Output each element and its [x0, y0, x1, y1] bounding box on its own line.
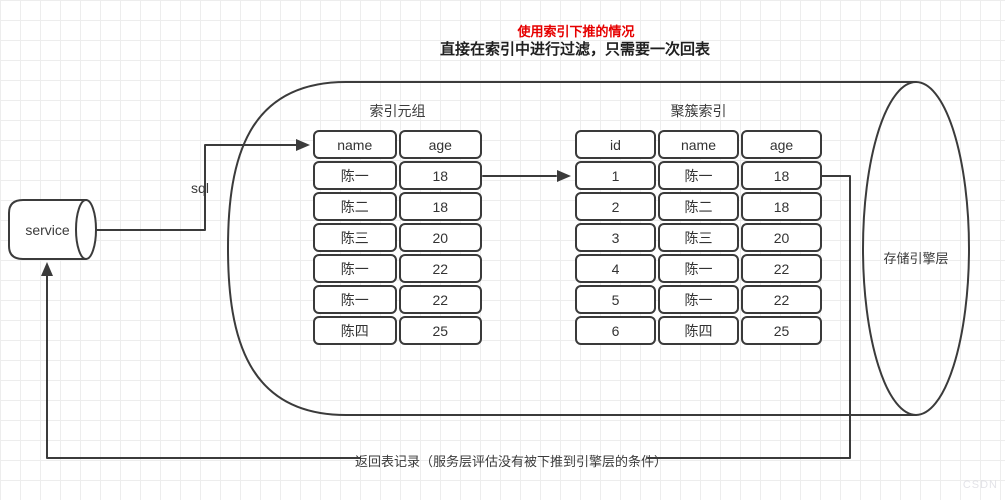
- engine-capsule-outline: [227, 81, 917, 416]
- clustered-index-table-title: 聚簇索引: [670, 103, 727, 119]
- watermark: CSDN: [962, 479, 998, 491]
- table-cell: 陈三: [658, 223, 739, 252]
- engine-face-ellipse: [862, 81, 970, 416]
- table-cell: 1: [575, 161, 656, 190]
- table-cell: 18: [741, 192, 822, 221]
- service-cylinder-body: [8, 199, 87, 260]
- sql-arrowhead: [296, 139, 310, 151]
- table-cell: 3: [575, 223, 656, 252]
- page-subtitle: 直接在索引中进行过滤，只需要一次回表: [439, 41, 710, 58]
- return-line-left: [46, 275, 361, 459]
- table-cell: 陈四: [313, 316, 397, 345]
- table-header-cell: name: [313, 130, 397, 159]
- table-cell: 陈二: [313, 192, 397, 221]
- table-header-cell: age: [741, 130, 822, 159]
- return-arrowhead: [41, 262, 53, 276]
- return-path-label: 返回表记录（服务层评估没有被下推到引擎层的条件）: [355, 454, 668, 469]
- sql-label: sql: [191, 180, 209, 196]
- table-cell: 18: [398, 161, 482, 190]
- table-header-cell: age: [398, 130, 482, 159]
- return-line-right: [647, 175, 851, 459]
- table-header-cell: name: [658, 130, 739, 159]
- table-cell: 5: [575, 285, 656, 314]
- storage-engine-layer-label: 存储引擎层: [883, 251, 949, 266]
- table-cell: 22: [398, 285, 482, 314]
- index-tuple-table-title: 索引元组: [369, 103, 426, 119]
- index-to-clustered-arrowhead: [557, 170, 571, 182]
- table-cell: 2: [575, 192, 656, 221]
- table-cell: 陈一: [658, 254, 739, 283]
- table-cell: 18: [741, 161, 822, 190]
- table-cell: 20: [741, 223, 822, 252]
- table-cell: 陈一: [313, 254, 397, 283]
- table-cell: 陈一: [658, 285, 739, 314]
- sql-connector-line: [95, 144, 297, 231]
- table-cell: 陈一: [658, 161, 739, 190]
- table-cell: 25: [398, 316, 482, 345]
- table-cell: 22: [398, 254, 482, 283]
- table-cell: 陈二: [658, 192, 739, 221]
- table-cell: 22: [741, 254, 822, 283]
- table-cell: 18: [398, 192, 482, 221]
- table-cell: 22: [741, 285, 822, 314]
- table-cell: 陈四: [658, 316, 739, 345]
- table-cell: 陈三: [313, 223, 397, 252]
- table-cell: 陈一: [313, 285, 397, 314]
- service-label: service: [25, 222, 70, 238]
- table-cell: 4: [575, 254, 656, 283]
- table-cell: 陈一: [313, 161, 397, 190]
- table-cell: 6: [575, 316, 656, 345]
- table-cell: 25: [741, 316, 822, 345]
- table-cell: 20: [398, 223, 482, 252]
- page-title: 使用索引下推的情况: [517, 24, 635, 39]
- table-header-cell: id: [575, 130, 656, 159]
